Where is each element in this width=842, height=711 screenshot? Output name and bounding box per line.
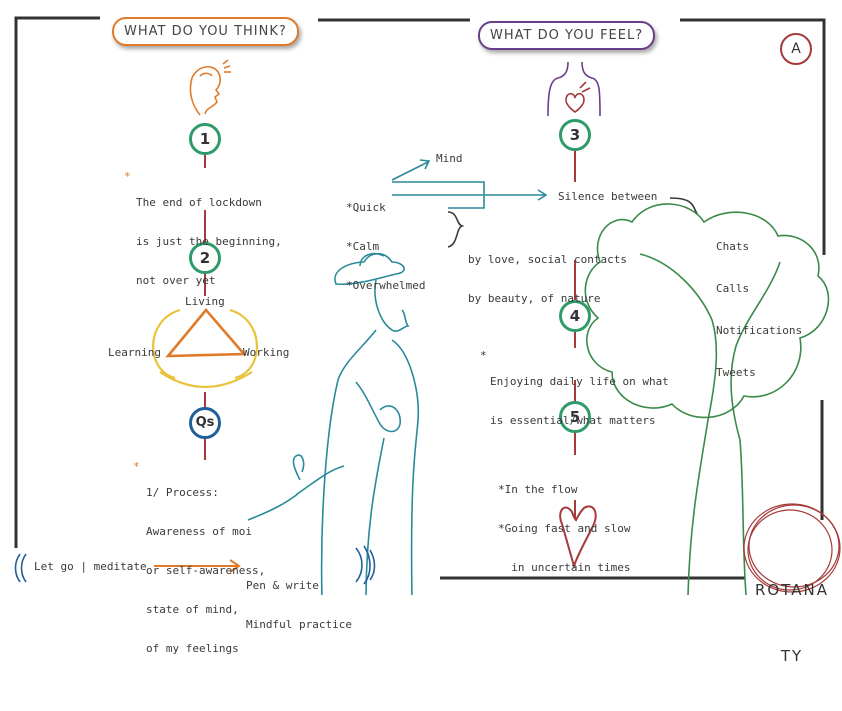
person-figure-drawing — [247, 251, 441, 595]
channel-item: Chats — [716, 240, 750, 253]
by-bracket — [447, 211, 465, 248]
state-item: Calm — [352, 240, 380, 253]
process-star: * — [133, 460, 140, 473]
lockdown-star: * — [124, 170, 131, 183]
life-triangle — [152, 307, 258, 388]
step-4-circle: 4 — [559, 300, 591, 332]
triangle-label-living: Living — [185, 295, 225, 308]
pen-write-label: Pen & write Mindful practice — [246, 579, 352, 631]
daily-note: Enjoying daily life on what is essential… — [490, 375, 669, 427]
mind-label: Mind — [436, 152, 463, 165]
think-question-bubble: WHAT DO YOU THINK? — [112, 17, 299, 46]
bottom-arrow — [154, 559, 241, 573]
mind-arrows — [391, 159, 548, 209]
tree-drawing — [584, 203, 830, 595]
daily-star: * — [480, 349, 487, 362]
thinking-head-drawing — [189, 59, 231, 116]
outer-frame — [14, 16, 826, 580]
channel-item: Tweets — [716, 366, 756, 379]
lockdown-note: The end of lockdown is just the beginnin… — [136, 196, 282, 287]
step-2-circle: 2 — [189, 242, 221, 274]
step-3-circle: 3 — [559, 119, 591, 151]
let-go-label: Let go | meditate — [34, 560, 147, 573]
step-qs-circle: Qs — [189, 407, 221, 439]
channel-item: Notifications — [716, 324, 803, 337]
sketchnote-canvas: WHAT DO YOU THINK? WHAT DO YOU FEEL? A 1… — [14, 16, 841, 665]
step-5-circle: 5 — [559, 401, 591, 433]
state-item: Overwhelmed — [352, 279, 426, 292]
step-1-circle: 1 — [189, 123, 221, 155]
feeling-person-drawing — [547, 61, 601, 117]
heart-drawing — [559, 505, 597, 570]
brand-name: ROTANA TY — [755, 581, 829, 665]
brand-scribble — [743, 503, 841, 593]
channels-list: Chats Calls Notifications Tweets — [716, 212, 802, 408]
by-list: by love, social contacts by beauty, of n… — [468, 253, 627, 305]
feel-question-bubble: WHAT DO YOU FEEL? — [478, 21, 656, 50]
state-item: Quick — [352, 201, 386, 214]
bottom-waves — [14, 545, 376, 585]
flow-note: *In the flow *Going fast and slow in unc… — [498, 483, 631, 574]
states-list: *Quick *Calm *Overwhelmed — [346, 201, 426, 292]
corner-badge: A — [780, 33, 812, 65]
triangle-label-learning: Learning — [108, 346, 161, 359]
silence-label: Silence between — [558, 190, 658, 203]
channel-item: Calls — [716, 282, 750, 295]
triangle-label-working: Working — [243, 346, 290, 359]
sketch-drawing — [14, 16, 841, 595]
